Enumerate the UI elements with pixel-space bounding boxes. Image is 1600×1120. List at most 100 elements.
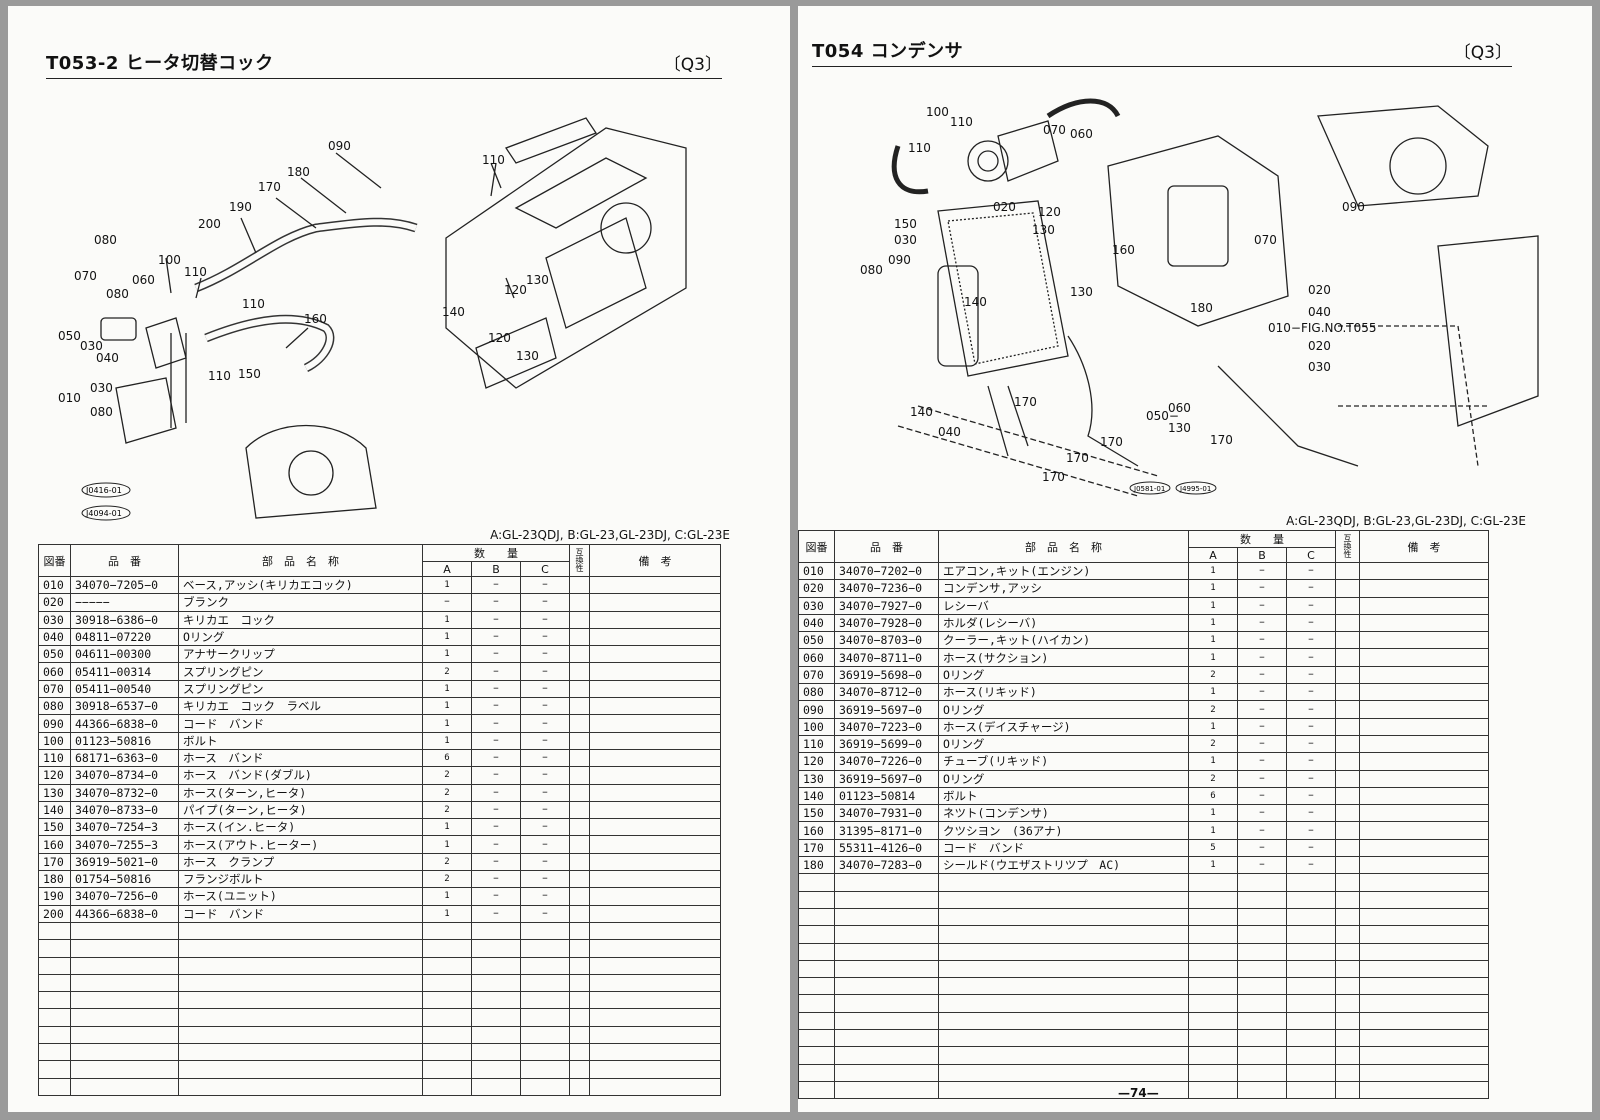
- cell-part: 36919−5697−0: [834, 700, 939, 719]
- cell-no: 030: [38, 610, 71, 629]
- cell-b: −: [471, 627, 521, 647]
- cell-no: 090: [798, 700, 835, 719]
- cell-part: 34070−7255−3: [70, 835, 179, 854]
- cell-part: [834, 1080, 939, 1100]
- cell-a: [1188, 1080, 1238, 1100]
- cell-c: [519, 1043, 571, 1062]
- cell-b: −: [471, 766, 521, 785]
- cell-part: [70, 1008, 179, 1027]
- cell-inter: [1335, 1063, 1361, 1082]
- cell-part: [834, 907, 939, 927]
- callout-label: 150: [238, 367, 261, 381]
- cell-name: キリカエ コック ラベル: [178, 697, 423, 716]
- col-header-part: 品 番: [70, 544, 179, 577]
- cell-c: −: [1285, 717, 1337, 736]
- callout-labels: 090 180 170 190 200 080 100 110 070 060 …: [58, 139, 549, 419]
- cell-no: [38, 1077, 71, 1096]
- cell-remark: [1359, 631, 1490, 650]
- cell-inter: [569, 818, 591, 837]
- cell-name: ホース(サクション): [938, 648, 1189, 667]
- cell-c: −: [519, 904, 571, 923]
- callout-label: 070: [74, 269, 97, 283]
- cell-inter: [569, 575, 591, 595]
- cell-name: パイプ(ターン,ヒータ): [178, 800, 423, 820]
- left-page: T053-2 ヒータ切替コック 〔Q3〕: [8, 6, 790, 1112]
- cell-remark: [589, 835, 722, 854]
- cell-a: [1188, 959, 1238, 979]
- col-header-remark: 備 考: [1359, 530, 1490, 563]
- cell-part: [70, 973, 179, 993]
- table-row: [798, 1080, 1490, 1100]
- cell-name: スプリングピン: [178, 662, 423, 681]
- cell-a: [422, 1043, 472, 1062]
- table-row: [38, 1008, 722, 1027]
- cell-no: 100: [38, 731, 71, 750]
- cell-part: [70, 939, 179, 958]
- cell-inter: [1335, 959, 1361, 979]
- cell-name: [178, 1077, 423, 1096]
- callout-label: 040: [96, 351, 119, 365]
- cell-name: ホース(アウト.ヒーター): [178, 835, 423, 854]
- cell-name: [178, 973, 423, 993]
- cell-name: [938, 1029, 1189, 1048]
- cell-b: −: [1237, 561, 1287, 581]
- cell-c: −: [519, 835, 571, 854]
- callout-label: 010: [58, 391, 81, 405]
- cell-part: [834, 994, 939, 1013]
- cell-b: −: [1237, 856, 1287, 875]
- cell-part: 34070−8712−0: [834, 683, 939, 702]
- col-header-name: 部 品 名 称: [938, 530, 1189, 563]
- cell-remark: [589, 956, 722, 975]
- cell-name: [178, 921, 423, 941]
- cell-a: [1188, 1063, 1238, 1082]
- table-row: [38, 1043, 722, 1062]
- cell-part: 34070−8703−0: [834, 631, 939, 650]
- cell-c: −: [519, 627, 571, 647]
- cell-remark: [1359, 734, 1490, 754]
- cell-c: −: [519, 645, 571, 664]
- cell-name: [938, 994, 1189, 1013]
- cell-remark: [1359, 1063, 1490, 1082]
- table-row: [38, 1025, 722, 1045]
- cell-name: ベース,アッシ(キリカエコック): [178, 575, 423, 595]
- cell-part: [834, 1011, 939, 1031]
- cell-remark: [1359, 561, 1490, 581]
- cell-part: 30918−6537−0: [70, 697, 179, 716]
- cell-inter: [569, 783, 591, 802]
- cell-a: 1: [1188, 683, 1238, 702]
- cell-c: −: [1285, 700, 1337, 719]
- cell-b: −: [471, 645, 521, 664]
- table-row: [798, 977, 1490, 996]
- cell-b: [1237, 977, 1287, 996]
- fig-ref-label: 010−FIG.NO.T055: [1268, 321, 1377, 335]
- cell-no: 070: [798, 665, 835, 685]
- cell-remark: [1359, 700, 1490, 719]
- model-code: 〔Q3〕: [663, 55, 722, 75]
- callout-label: 080: [90, 405, 113, 419]
- cell-part: 34070−7283−0: [834, 856, 939, 875]
- table-row: [38, 991, 722, 1010]
- cell-inter: [1335, 1011, 1361, 1031]
- cell-name: ブランク: [178, 593, 423, 612]
- cell-part: [70, 1025, 179, 1045]
- fig-ref-label: 040: [1308, 305, 1331, 319]
- callout-label: 140: [964, 295, 987, 309]
- cell-c: −: [1285, 786, 1337, 806]
- cell-inter: [1335, 717, 1361, 736]
- callout-label: 060: [132, 273, 155, 287]
- cell-no: [798, 1080, 835, 1100]
- cell-no: [38, 1008, 71, 1027]
- cell-no: 070: [38, 679, 71, 699]
- cell-no: 180: [38, 870, 71, 889]
- cell-remark: [589, 783, 722, 802]
- cell-a: 1: [1188, 717, 1238, 736]
- cell-c: [1285, 890, 1337, 909]
- cell-a: 1: [1188, 561, 1238, 581]
- cell-inter: [569, 610, 591, 629]
- cell-no: [798, 1029, 835, 1048]
